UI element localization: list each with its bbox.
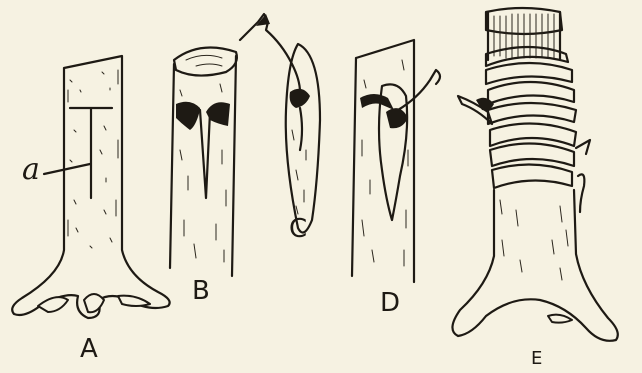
panel-label-a: A [80, 336, 98, 362]
pointer-label-a: a [22, 155, 40, 185]
panel-label-e: E [531, 350, 542, 368]
panel-label-c: C [289, 216, 307, 242]
panel-d-inserted [352, 40, 440, 282]
panel-label-b: B [192, 278, 210, 304]
panel-b-stock [170, 48, 237, 277]
panel-a-stock [12, 56, 169, 318]
pointer-line-a [44, 164, 90, 174]
panel-e-wrapped [452, 8, 617, 341]
panel-label-d: D [380, 290, 400, 316]
panel-c-bud [240, 14, 320, 233]
